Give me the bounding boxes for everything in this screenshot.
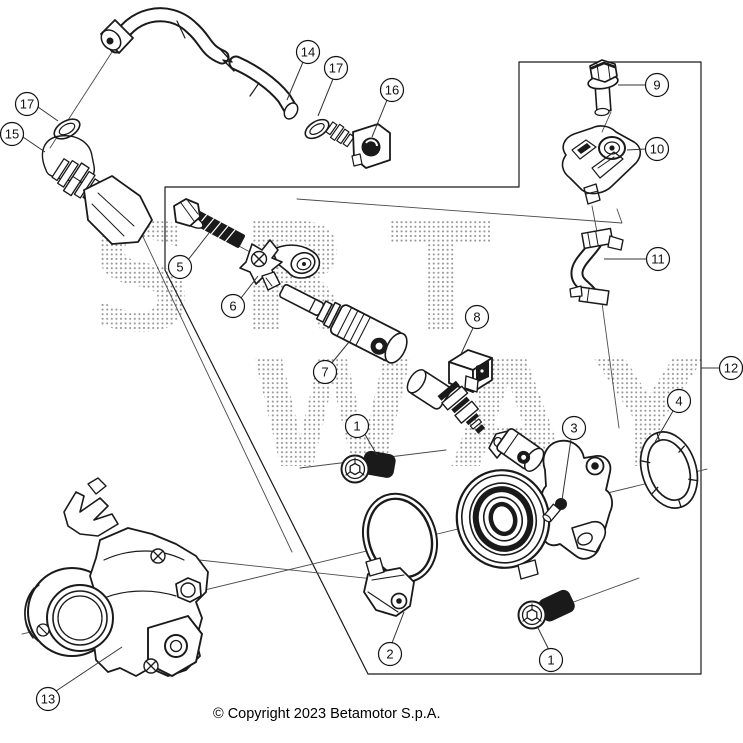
callout-7: 7 bbox=[312, 359, 338, 385]
part-flange-bolt-9 bbox=[587, 59, 619, 117]
part-socket-bolt-1b bbox=[517, 589, 575, 630]
part-fuel-hose bbox=[100, 7, 299, 120]
svg-text:15: 15 bbox=[5, 127, 19, 142]
part-elbow-fitting bbox=[41, 135, 153, 245]
callout-13: 13 bbox=[35, 686, 61, 712]
callout-12: 12 bbox=[718, 355, 743, 381]
callouts: 17 15 14 17 16 9 10 11 5 6 7 8 12 4 3 1 … bbox=[0, 39, 743, 712]
svg-text:17: 17 bbox=[329, 61, 343, 76]
callout-3: 3 bbox=[561, 415, 587, 441]
svg-text:14: 14 bbox=[301, 45, 315, 60]
part-seal-washer-left bbox=[53, 118, 81, 140]
svg-text:1: 1 bbox=[353, 419, 360, 434]
part-gasket-4 bbox=[639, 431, 699, 509]
part-bracket-6 bbox=[239, 239, 321, 291]
svg-text:11: 11 bbox=[651, 252, 665, 267]
callout-10: 10 bbox=[644, 136, 670, 162]
part-vacuum-hose-11 bbox=[569, 227, 624, 306]
callout-1-lower: 1 bbox=[538, 647, 564, 673]
part-map-sensor-10 bbox=[561, 125, 642, 205]
callout-16: 16 bbox=[379, 77, 405, 103]
part-injector-seat bbox=[488, 428, 545, 472]
svg-text:2: 2 bbox=[386, 647, 393, 662]
leader-lines bbox=[22, 61, 720, 692]
svg-text:12: 12 bbox=[724, 361, 738, 376]
callout-17-right: 17 bbox=[323, 55, 349, 81]
part-seal-washer-right bbox=[304, 118, 330, 140]
svg-text:4: 4 bbox=[675, 394, 682, 409]
part-fuel-pipe-7 bbox=[279, 283, 408, 364]
svg-text:1: 1 bbox=[547, 653, 554, 668]
callout-2: 2 bbox=[377, 641, 403, 667]
svg-text:17: 17 bbox=[20, 97, 34, 112]
part-throttle-body-13 bbox=[24, 477, 209, 677]
part-adapter-flange-3 bbox=[455, 439, 613, 580]
callout-17-left: 17 bbox=[14, 91, 40, 117]
callout-8: 8 bbox=[464, 304, 490, 330]
part-clamp-2 bbox=[362, 492, 438, 617]
svg-text:5: 5 bbox=[176, 260, 183, 275]
copyright-text: © Copyright 2023 Betamotor S.p.A. bbox=[213, 706, 441, 722]
svg-text:7: 7 bbox=[321, 365, 328, 380]
svg-text:16: 16 bbox=[385, 83, 399, 98]
part-inlet-fitting bbox=[325, 121, 391, 169]
part-bolt-5 bbox=[173, 198, 245, 248]
callout-1-upper: 1 bbox=[344, 413, 370, 439]
callout-9: 9 bbox=[644, 72, 670, 98]
svg-text:9: 9 bbox=[653, 78, 660, 93]
watermark-row1: SRT bbox=[88, 192, 533, 366]
callout-15: 15 bbox=[0, 121, 25, 147]
callout-11: 11 bbox=[645, 246, 671, 272]
part-injector-8 bbox=[406, 349, 493, 434]
svg-text:13: 13 bbox=[41, 692, 55, 707]
svg-text:6: 6 bbox=[229, 299, 236, 314]
svg-text:8: 8 bbox=[473, 310, 480, 325]
callout-14: 14 bbox=[295, 39, 321, 65]
part-socket-bolt-1a bbox=[340, 450, 396, 484]
callout-4: 4 bbox=[666, 388, 692, 414]
svg-text:3: 3 bbox=[570, 421, 577, 436]
callout-5: 5 bbox=[167, 254, 193, 280]
callout-6: 6 bbox=[220, 293, 246, 319]
svg-text:10: 10 bbox=[650, 142, 664, 157]
